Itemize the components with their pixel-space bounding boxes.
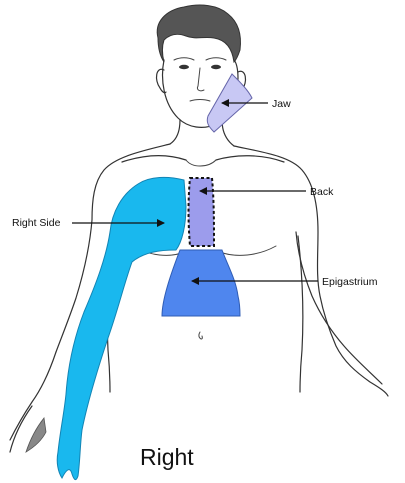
pain-regions (26, 74, 252, 480)
right-side-label: Right Side (12, 217, 61, 229)
right-eyebrow (174, 58, 194, 60)
hair (157, 5, 240, 62)
epigastrium-label: Epigastrium (322, 276, 378, 288)
back-region (189, 178, 215, 246)
nose (197, 68, 204, 91)
left-eye (211, 65, 221, 69)
sternal-notch (186, 160, 216, 166)
back-label: Back (310, 186, 334, 198)
epigastrium-region (162, 250, 240, 316)
navel (199, 332, 202, 339)
jaw-label: Jaw (272, 98, 291, 110)
right-eye (179, 65, 189, 69)
clavicles (122, 156, 284, 162)
mouth (190, 100, 210, 102)
left-inner-arm (296, 232, 382, 384)
right-hand-overlay (26, 418, 46, 452)
left-shoulder-arm (234, 146, 388, 396)
torso-right-edge (298, 236, 303, 392)
diagram-title: Right (140, 444, 194, 470)
left-eyebrow (206, 58, 226, 60)
pectoral-line-left (220, 246, 276, 255)
neck-left (170, 120, 180, 144)
left-ear (157, 69, 166, 92)
